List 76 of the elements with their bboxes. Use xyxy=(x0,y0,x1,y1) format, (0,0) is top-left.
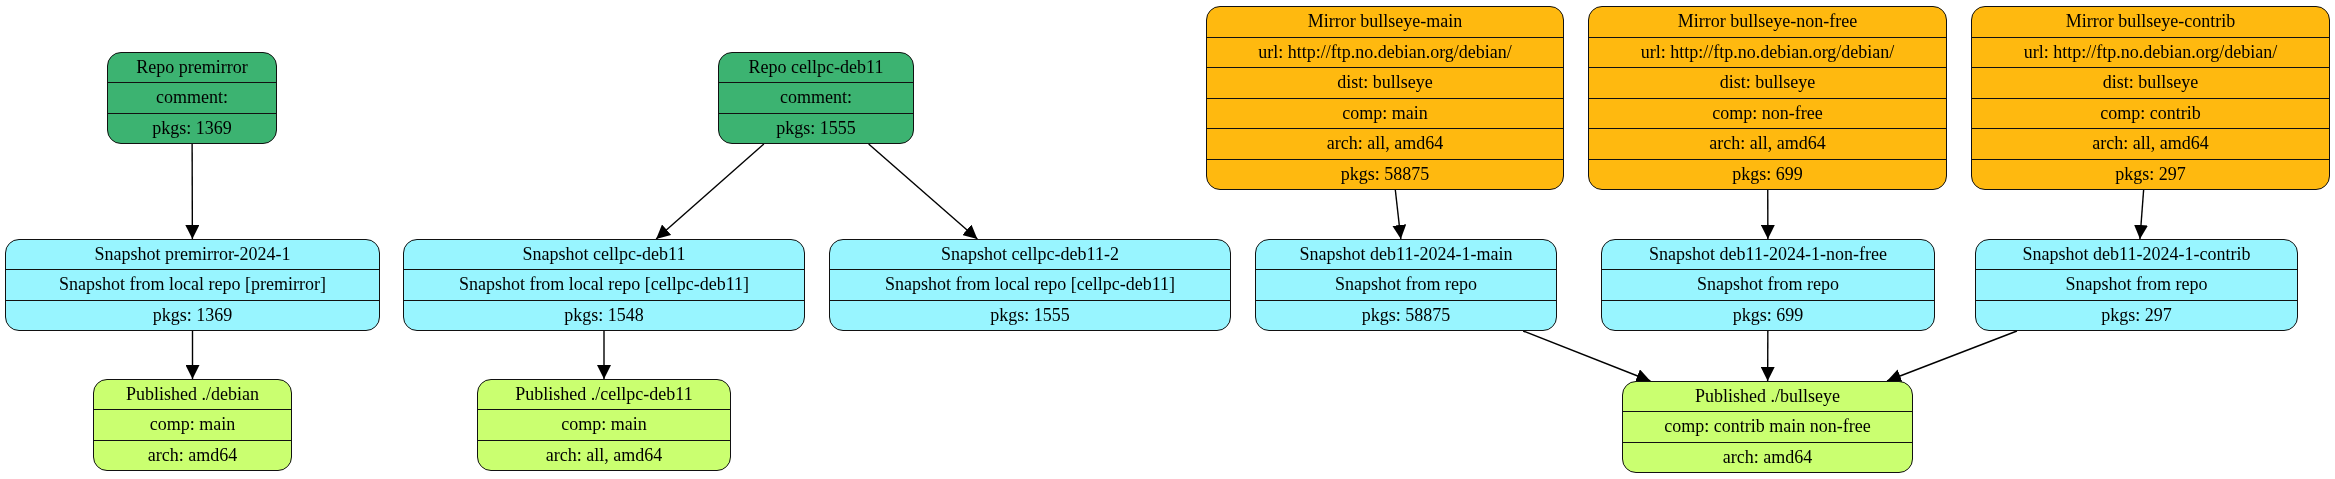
arrow xyxy=(1760,189,1775,240)
record-title: Snapshot deb11-2024-1-contrib xyxy=(2022,244,2251,266)
record-title: Snapshot deb11-2024-1-non-free xyxy=(1649,244,1887,266)
record-title: Published ./debian xyxy=(126,384,259,406)
record-field: arch: all, amd64 xyxy=(2092,133,2209,155)
arrow xyxy=(185,143,200,240)
record-field: Snapshot from repo xyxy=(1335,274,1477,296)
record-field: pkgs: 1555 xyxy=(990,304,1070,326)
record-field: url: http://ftp.no.debian.org/debian/ xyxy=(1640,41,1895,63)
record-field: arch: all, amd64 xyxy=(1326,133,1444,155)
record-field: pkgs: 699 xyxy=(1732,304,1804,326)
record-box xyxy=(1971,6,2330,190)
record-field: comp: non-free xyxy=(1712,102,1823,124)
record-field: dist: bullseye xyxy=(2102,72,2199,94)
arrow xyxy=(2134,189,2148,240)
arrow xyxy=(1886,330,2018,383)
record-field: pkgs: 297 xyxy=(2101,304,2172,326)
record-box xyxy=(1622,381,1913,473)
record-field: Snapshot from local repo [premirror] xyxy=(59,274,326,296)
record-field: pkgs: 58875 xyxy=(1361,304,1451,326)
record-field: arch: amd64 xyxy=(1722,446,1813,468)
record-box xyxy=(829,239,1231,331)
record-field: comment: xyxy=(780,87,852,109)
record-field: comp: contrib xyxy=(2100,102,2201,124)
record-field: pkgs: 1369 xyxy=(152,117,232,139)
record-box xyxy=(1975,239,2298,331)
record-title: Repo cellpc-deb11 xyxy=(748,57,884,79)
record-field: comment: xyxy=(156,87,228,109)
record-field: Snapshot from local repo [cellpc-deb11] xyxy=(458,274,750,296)
arrow xyxy=(867,143,979,240)
record-field: Snapshot from local repo [cellpc-deb11] xyxy=(884,274,1176,296)
record-title: Mirror bullseye-contrib xyxy=(2065,11,2236,33)
arrow xyxy=(1760,330,1775,382)
arrow xyxy=(597,330,611,380)
record-box xyxy=(477,379,731,471)
record-box xyxy=(1255,239,1557,331)
record-field: Snapshot from repo xyxy=(1697,274,1839,296)
record-field: pkgs: 1369 xyxy=(152,304,233,326)
record-field: comp: contrib main non-free xyxy=(1664,416,1871,438)
record-box xyxy=(1206,6,1564,190)
record-box xyxy=(107,52,277,144)
record-field: pkgs: 58875 xyxy=(1340,163,1430,185)
record-title: Mirror bullseye-main xyxy=(1307,11,1463,33)
record-field: pkgs: 1555 xyxy=(776,117,856,139)
record-title: Snapshot deb11-2024-1-main xyxy=(1299,244,1513,266)
record-title: Mirror bullseye-non-free xyxy=(1677,11,1858,33)
record-title: Snapshot cellpc-deb11-2 xyxy=(941,244,1119,266)
record-box xyxy=(1588,6,1947,190)
record-field: url: http://ftp.no.debian.org/debian/ xyxy=(1258,41,1512,63)
arrow xyxy=(655,143,765,240)
record-field: dist: bullseye xyxy=(1337,72,1433,94)
record-title: Published ./bullseye xyxy=(1695,386,1840,408)
record-field: comp: main xyxy=(149,414,236,436)
record-field: comp: main xyxy=(1342,102,1428,124)
record-title: Snapshot premirror-2024-1 xyxy=(94,244,291,266)
record-field: dist: bullseye xyxy=(1719,72,1816,94)
record-box xyxy=(718,52,914,144)
record-field: pkgs: 1548 xyxy=(564,304,644,326)
arrow xyxy=(1392,189,1407,240)
record-field: url: http://ftp.no.debian.org/debian/ xyxy=(2023,41,2278,63)
record-field: pkgs: 699 xyxy=(1732,163,1803,185)
record-field: arch: amd64 xyxy=(147,444,238,466)
record-field: pkgs: 297 xyxy=(2115,163,2186,185)
record-field: comp: main xyxy=(561,414,647,436)
record-title: Snapshot cellpc-deb11 xyxy=(522,244,686,266)
record-box xyxy=(403,239,805,331)
arrow xyxy=(185,330,200,380)
arrow xyxy=(1522,330,1652,383)
record-field: arch: all, amd64 xyxy=(545,444,663,466)
record-box xyxy=(93,379,292,471)
record-box xyxy=(1601,239,1935,331)
record-box xyxy=(5,239,380,331)
record-title: Repo premirror xyxy=(136,57,248,79)
record-title: Published ./cellpc-deb11 xyxy=(515,384,693,406)
record-field: Snapshot from repo xyxy=(2065,274,2208,296)
record-field: arch: all, amd64 xyxy=(1709,133,1826,155)
